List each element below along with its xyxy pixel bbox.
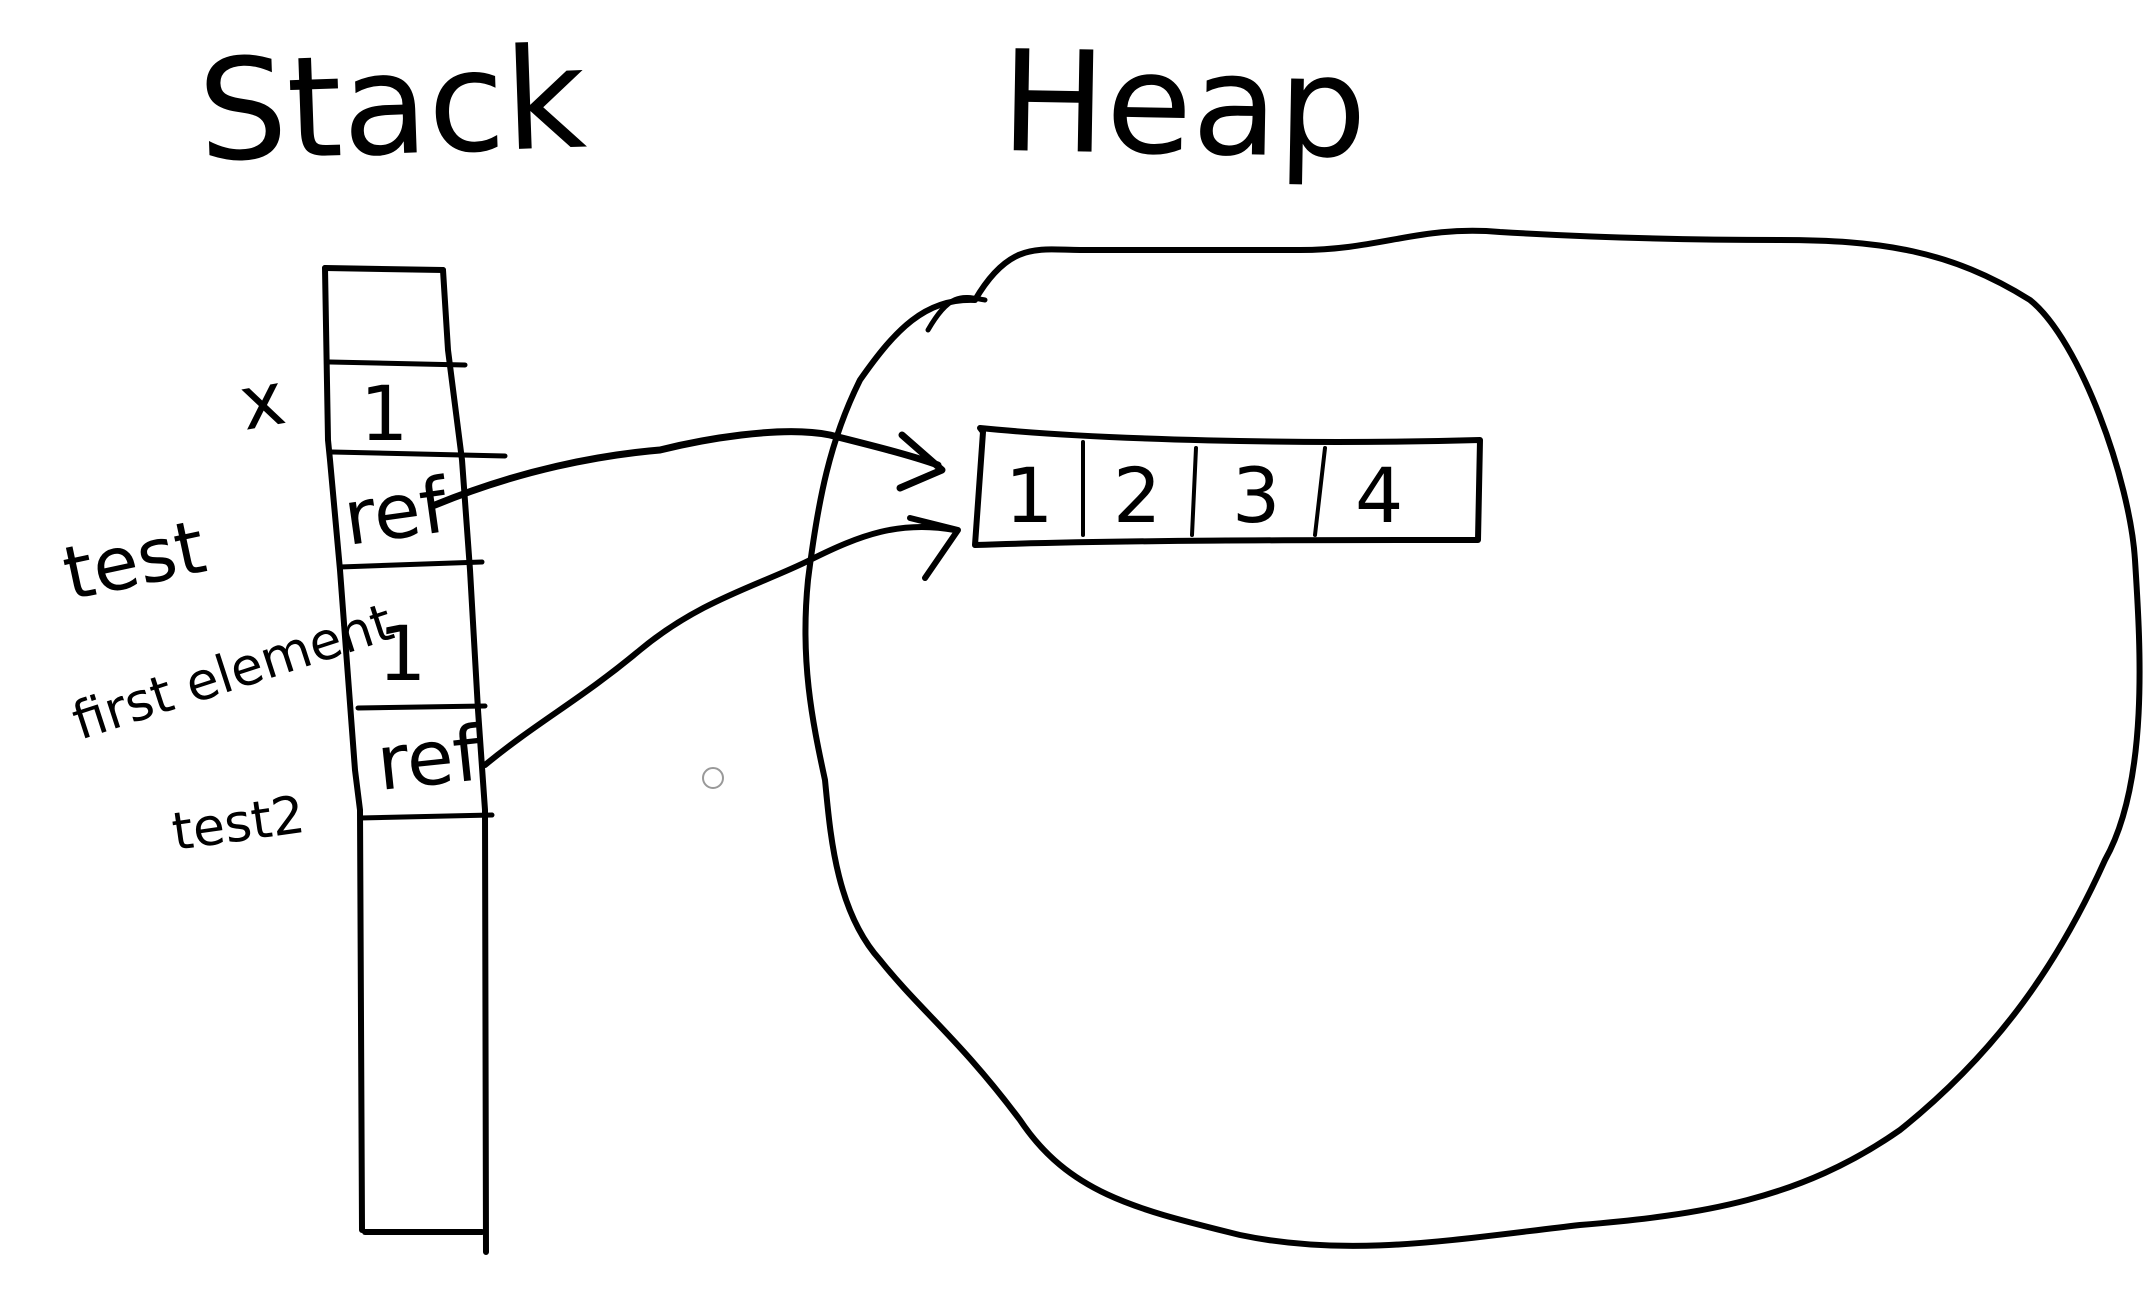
heap-array-element-2: 3: [1232, 451, 1280, 540]
test-reference-arrow: [431, 428, 942, 509]
heap-array-element-1: 2: [1113, 451, 1161, 540]
stack-title: Stack: [195, 18, 588, 194]
test2-reference-arrowhead: [907, 515, 961, 581]
heap-array-element-0: 1: [1005, 451, 1053, 540]
stack-cell-test2-value: ref: [373, 708, 487, 808]
stack-label-test2: test2: [168, 785, 308, 863]
test-reference-arrowhead: [896, 431, 946, 492]
stack-column: [322, 265, 508, 1255]
stack-cell-x-value: 1: [360, 369, 408, 458]
pen-cursor: [702, 767, 724, 789]
stack-label-test: test: [56, 504, 213, 618]
stack-cell-first-element-value: 1: [378, 609, 426, 698]
heap-array-element-3: 4: [1355, 451, 1403, 540]
heap-blob-stroke-tail: [925, 295, 988, 333]
heap-title: Heap: [999, 21, 1368, 190]
stack-cell-test-value: ref: [338, 460, 455, 563]
heap-blob-outline: [802, 227, 2143, 1249]
test2-reference-arrow: [482, 523, 958, 768]
stack-label-x: x: [233, 355, 291, 447]
heap-array: [972, 425, 1483, 548]
